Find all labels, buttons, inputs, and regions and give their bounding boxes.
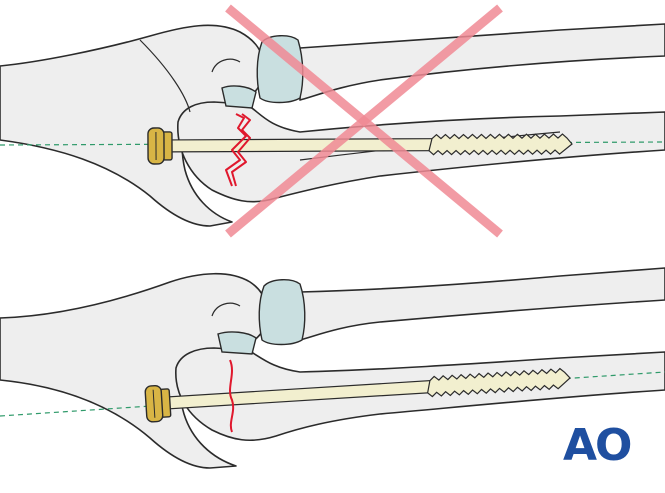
coronoid-cartilage <box>221 85 257 109</box>
fracture-line-zigzag-2 <box>231 113 251 187</box>
humerus-notch <box>211 58 241 73</box>
coronoid-cartilage <box>217 331 257 355</box>
screw-thread <box>426 367 571 398</box>
upper-forearm-bone <box>299 23 665 101</box>
cross-mark-stroke-2 <box>225 4 503 238</box>
radial-head-cartilage <box>258 279 306 346</box>
screw-head-slot <box>152 389 156 418</box>
ao-logo: AO <box>563 420 632 471</box>
annotations-layer <box>0 4 665 433</box>
panel-incorrect <box>0 23 665 227</box>
fracture-line-simple <box>229 359 235 433</box>
screw-thread <box>428 133 573 156</box>
radial-head-cartilage <box>256 35 304 104</box>
axis-line-top <box>0 141 665 146</box>
humerus-notch <box>211 302 241 317</box>
fracture-line-zigzag <box>225 113 247 187</box>
panel-correct <box>0 267 665 469</box>
upper-forearm-bone <box>299 267 665 341</box>
top-screw <box>147 127 573 165</box>
bone-contour-1 <box>139 39 191 113</box>
